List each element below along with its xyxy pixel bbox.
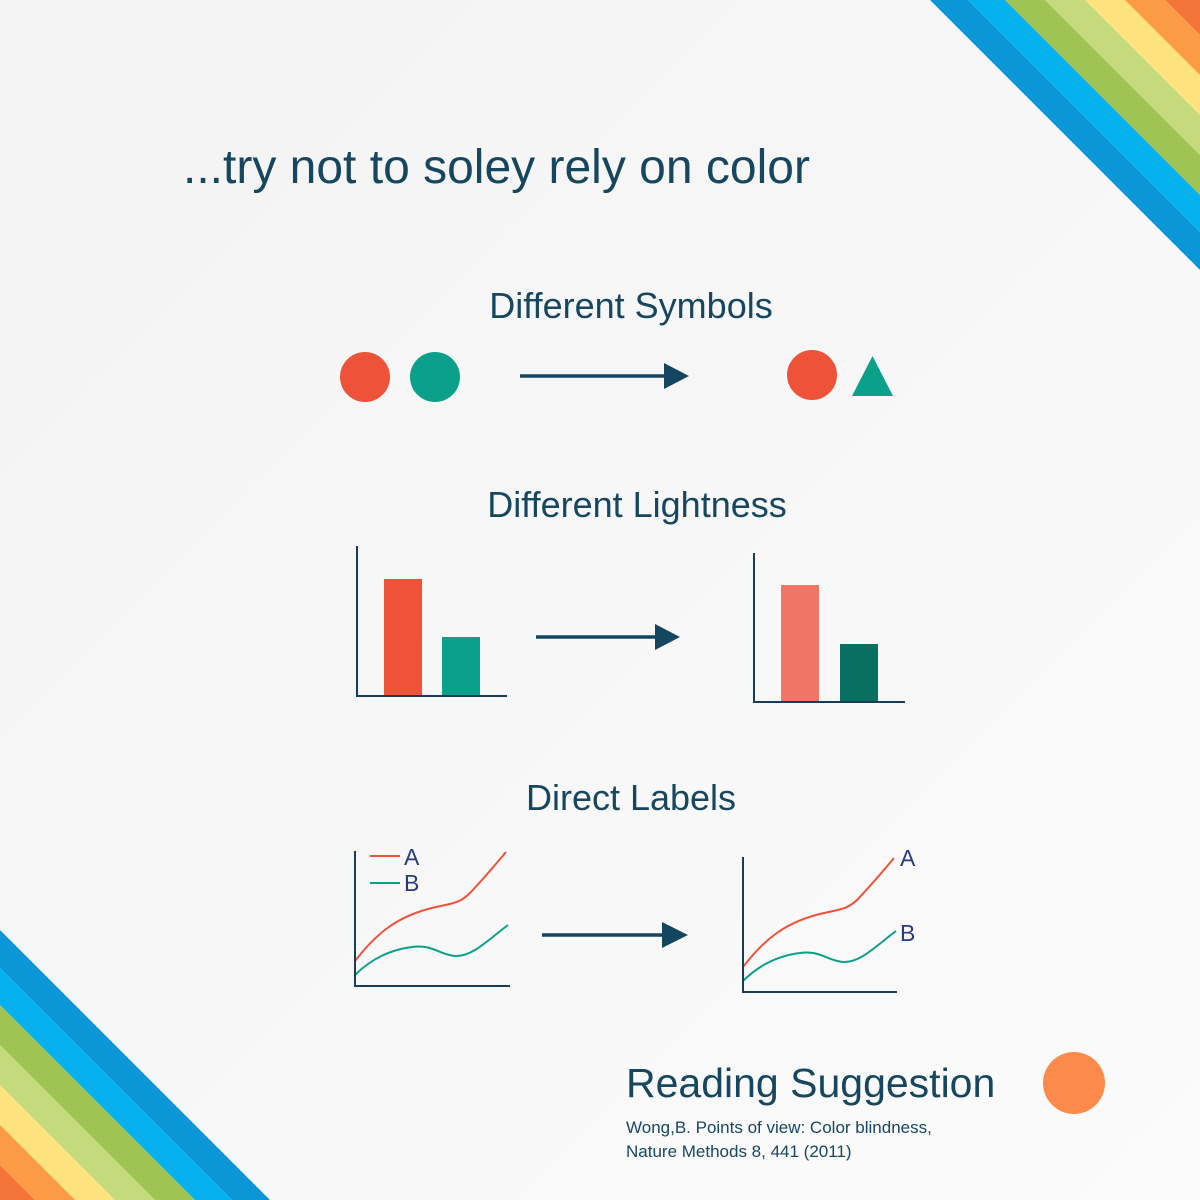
teal-triangle-symbol — [852, 356, 893, 396]
bar-dark-teal — [840, 644, 878, 702]
rainbow-stripe — [0, 1005, 195, 1200]
rainbow-corner-bottom-left — [0, 930, 270, 1200]
section-heading: Direct Labels — [526, 777, 736, 818]
arrow-right-icon — [536, 624, 680, 650]
rainbow-stripe — [1085, 0, 1200, 115]
bar-teal — [442, 637, 480, 696]
teal-circle-symbol — [410, 352, 460, 402]
bar-light-red — [781, 585, 819, 702]
page-title: ...try not to soley rely on color — [183, 141, 810, 194]
chart-axes — [742, 857, 897, 993]
line-chart-direct-labels: A B — [742, 845, 916, 993]
rainbow-stripe — [1045, 0, 1200, 155]
arrow-head — [655, 624, 680, 650]
rainbow-stripe — [0, 1165, 35, 1200]
section-direct-labels: Direct Labels A B — [354, 777, 916, 993]
rainbow-stripe — [0, 1045, 155, 1200]
arrow-head — [664, 363, 689, 389]
bar-chart-after — [753, 553, 905, 703]
red-circle-symbol — [340, 352, 390, 402]
chart-axes — [356, 546, 507, 697]
reading-suggestion: Reading Suggestion Wong,B. Points of vie… — [626, 1052, 1105, 1161]
chart-axes — [753, 553, 905, 703]
line-series-b — [354, 924, 509, 976]
rainbow-stripe — [1125, 0, 1200, 75]
section-different-symbols: Different Symbols — [340, 285, 893, 402]
chart-legend: A B — [370, 844, 420, 896]
rainbow-stripe — [0, 1125, 75, 1200]
chart-axes — [354, 851, 510, 987]
direct-label-a: A — [900, 845, 916, 871]
rainbow-stripe — [968, 0, 1200, 232]
rainbow-stripe — [0, 968, 232, 1200]
line-series-a — [354, 851, 507, 962]
arrow-head — [662, 922, 688, 948]
section-heading: Different Symbols — [489, 285, 772, 326]
rainbow-stripe — [930, 0, 1200, 270]
bar-red — [384, 579, 422, 696]
direct-label-b: B — [900, 920, 915, 946]
line-series-b — [742, 930, 897, 982]
rainbow-stripe — [0, 930, 270, 1200]
citation-line: Wong,B. Points of view: Color blindness, — [626, 1118, 932, 1137]
citation-line: Nature Methods 8, 441 (2011) — [626, 1142, 852, 1161]
bar-chart-before — [356, 546, 507, 697]
legend-label-a: A — [404, 844, 420, 870]
rainbow-stripe — [1005, 0, 1200, 195]
line-series-a — [742, 857, 895, 968]
reading-heading: Reading Suggestion — [626, 1060, 995, 1106]
rainbow-stripe — [0, 1085, 115, 1200]
rainbow-stripe — [1165, 0, 1200, 35]
section-heading: Different Lightness — [487, 484, 787, 525]
arrow-right-icon — [520, 363, 689, 389]
rainbow-corner-top-right — [930, 0, 1200, 270]
red-circle-symbol — [787, 350, 837, 400]
legend-label-b: B — [404, 870, 419, 896]
orange-dot-icon — [1043, 1052, 1105, 1114]
line-chart-with-legend: A B — [354, 844, 510, 987]
arrow-right-icon — [542, 922, 688, 948]
section-different-lightness: Different Lightness — [356, 484, 905, 703]
